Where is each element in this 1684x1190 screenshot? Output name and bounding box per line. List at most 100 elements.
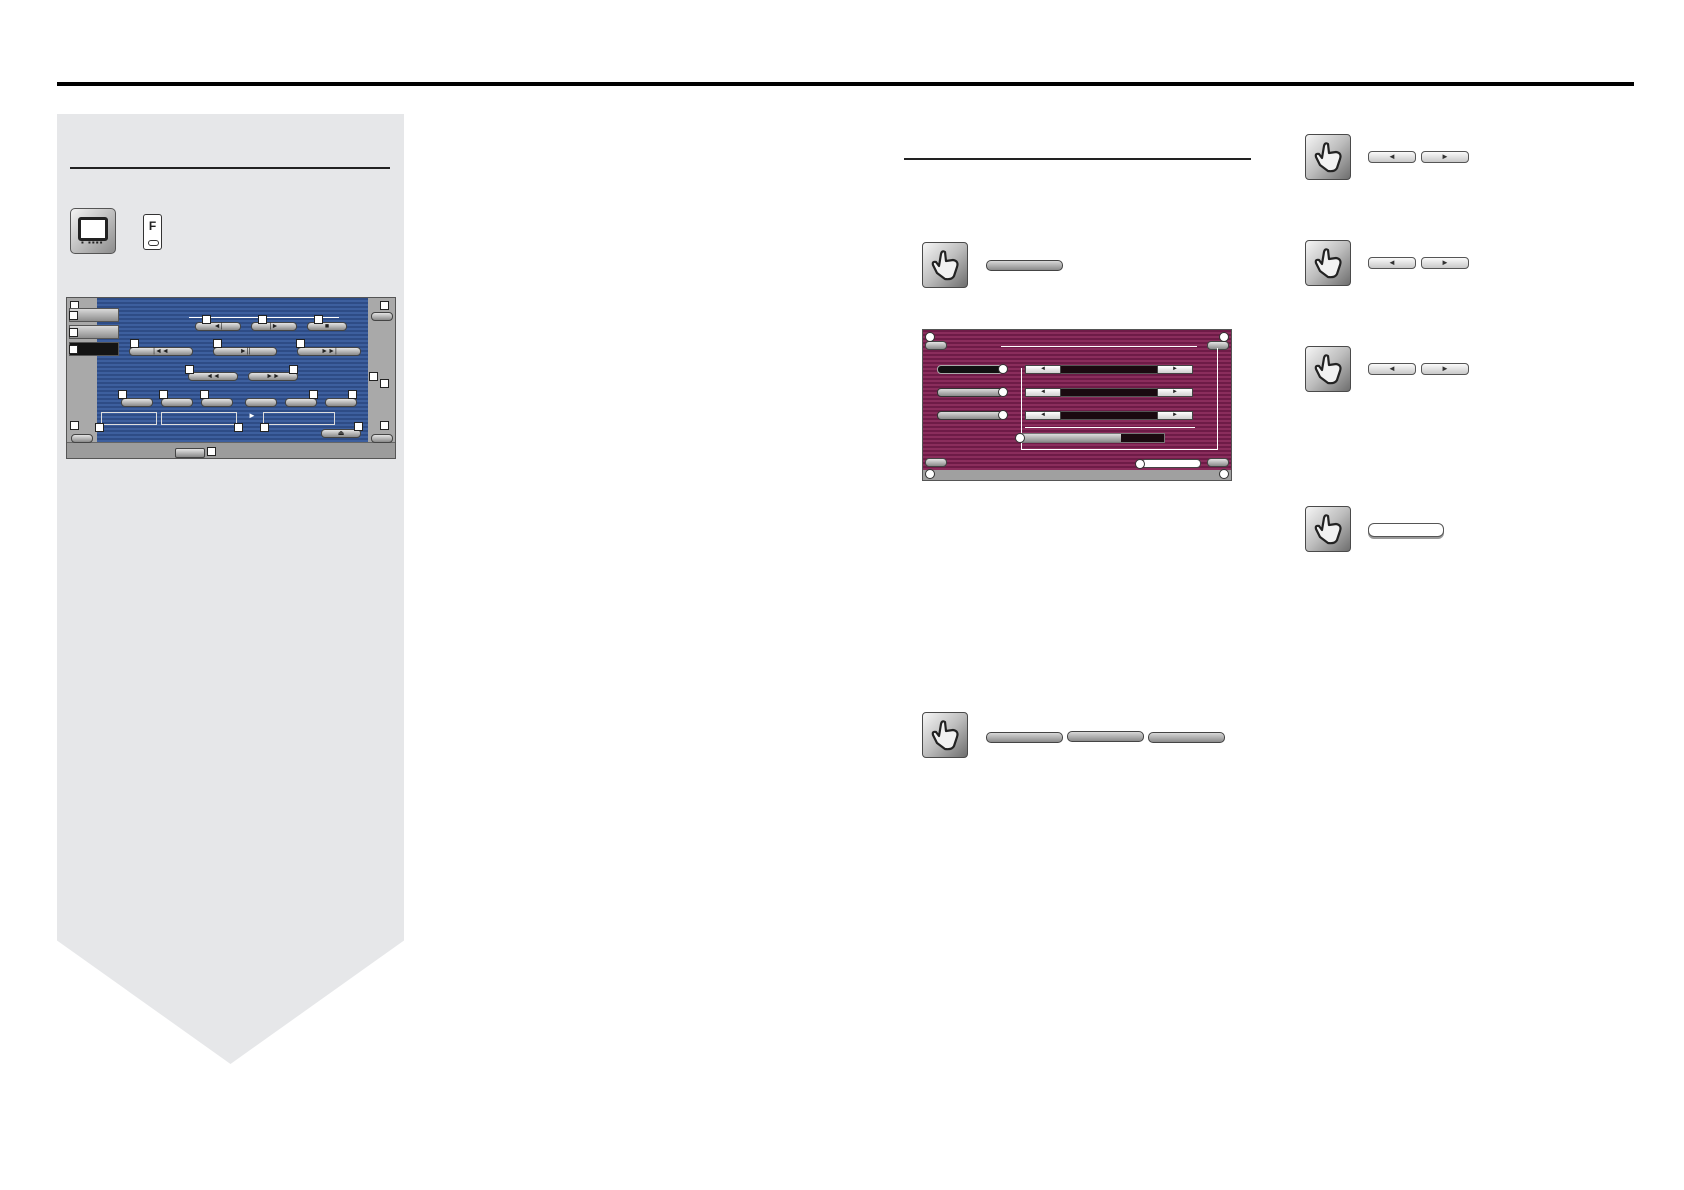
callout-marker [207,447,216,456]
callout-marker [185,365,194,374]
display-dots: ▪ ▪▪▪▪ [81,238,104,247]
player-slow-rev-button[interactable]: ◄| [195,322,241,331]
white-key-button[interactable] [1368,523,1444,537]
display-icon: ▪ ▪▪▪▪ [70,208,116,254]
callout-marker [369,372,378,381]
touch-hand-icon [1305,134,1351,180]
player-prev-track-button[interactable]: |◄◄ [129,347,193,356]
callout-marker [69,311,78,320]
left-arrow-button-1[interactable]: ◄ [1368,151,1416,163]
audio-return-button[interactable] [1141,459,1201,468]
player-bottom-bar [67,442,395,458]
player-prev-source-button[interactable] [371,434,393,443]
display-screen-shape [78,217,108,241]
touch-hand-icon [1305,506,1351,552]
player-function-button-1[interactable] [121,398,153,407]
callout-line [1001,346,1197,347]
right-arrow-button-1[interactable]: ► [1421,151,1469,163]
audio-increase-button-1[interactable]: ► [1157,365,1193,374]
callout-marker [314,315,323,324]
sidebar-panel [57,114,404,1064]
top-rule [57,82,1634,86]
callout-line [1025,427,1195,428]
callout-marker [213,339,222,348]
touch-hand-icon [922,242,968,288]
callout-marker [1219,332,1229,342]
callout-marker [1135,459,1145,469]
audio-screenshot: ◄ ► ◄ ► ◄ ► [922,329,1232,481]
player-next-track-button[interactable]: ►►| [297,347,361,356]
f-key-pill [148,240,159,246]
audio-increase-button-3[interactable]: ► [1157,411,1193,420]
play-indicator-icon: ► [248,411,256,420]
audio-setting-item-3[interactable] [937,411,1003,420]
player-menu-button[interactable] [175,448,205,458]
player-vol-down-button[interactable] [71,434,93,443]
f-key-icon: F [143,214,162,250]
callout-marker [354,422,363,431]
audio-setting-item-2[interactable] [937,388,1003,397]
callout-line [1217,348,1218,450]
audio-bottom-bar [923,470,1231,480]
callout-marker [380,301,389,310]
left-arrow-button-2[interactable]: ◄ [1368,257,1416,269]
audio-decrease-button-2[interactable]: ◄ [1025,388,1061,397]
callout-marker [380,421,389,430]
player-play-pause-button[interactable]: ►|| [213,347,277,356]
right-arrow-button-3[interactable]: ► [1421,363,1469,375]
player-next-source-button[interactable] [371,312,393,321]
callout-marker [1219,469,1229,479]
callout-marker [289,365,298,374]
audio-decrease-button-1[interactable]: ◄ [1025,365,1061,374]
player-right-rail [368,298,395,445]
callout-marker [69,345,78,354]
callout-marker [159,390,168,399]
touch-hand-icon [1305,346,1351,392]
key-button-2[interactable] [1067,731,1144,742]
callout-marker [234,423,243,432]
callout-marker [296,339,305,348]
audio-next-button[interactable] [1207,341,1229,350]
callout-marker [925,332,935,342]
player-function-button-3[interactable] [201,398,233,407]
player-fast-forward-button[interactable]: ►► [248,372,298,381]
callout-marker [1015,433,1025,443]
audio-setting-item-1[interactable] [937,365,1003,374]
callout-marker [260,423,269,432]
callout-line [1021,449,1218,450]
audio-increase-button-2[interactable]: ► [1157,388,1193,397]
audio-prev-button[interactable] [1207,458,1229,467]
callout-marker [998,364,1008,374]
callout-marker [998,410,1008,420]
audio-key-button[interactable] [986,260,1063,271]
callout-marker [69,328,78,337]
touch-hand-icon [1305,240,1351,286]
callout-marker [258,315,267,324]
player-function-button-5[interactable] [285,398,317,407]
callout-marker [70,421,79,430]
f-key-label: F [148,219,157,233]
player-eject-button[interactable]: ⏏ [321,429,361,438]
right-arrow-button-2[interactable]: ► [1421,257,1469,269]
player-function-button-2[interactable] [161,398,193,407]
player-stop-button[interactable]: ■ [307,322,347,331]
audio-vol-up-button[interactable] [925,341,947,350]
callout-marker [925,469,935,479]
audio-vol-down-button[interactable] [925,458,947,467]
callout-marker [380,379,389,388]
callout-line [1021,368,1022,450]
player-function-button-6[interactable] [325,398,357,407]
left-arrow-button-3[interactable]: ◄ [1368,363,1416,375]
key-button-1[interactable] [986,732,1063,743]
callout-marker [348,390,357,399]
callout-marker [202,315,211,324]
audio-progress-fill [1022,434,1122,442]
key-button-3[interactable] [1148,732,1225,743]
callout-marker [309,390,318,399]
player-slow-fwd-button[interactable]: |► [251,322,297,331]
callout-marker [118,390,127,399]
player-rewind-button[interactable]: ◄◄ [188,372,238,381]
player-function-button-4[interactable] [245,398,277,407]
audio-decrease-button-3[interactable]: ◄ [1025,411,1061,420]
section-rule [904,158,1251,160]
